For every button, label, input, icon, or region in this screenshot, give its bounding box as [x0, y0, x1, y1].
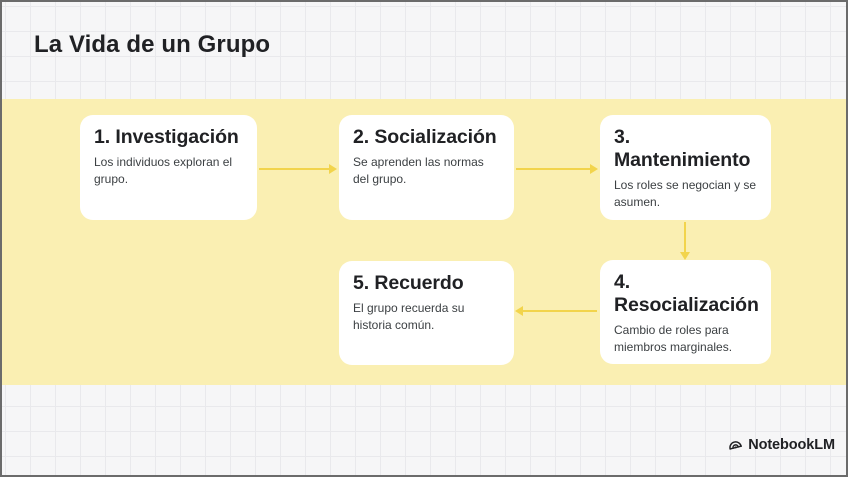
arrowhead-left-icon	[515, 306, 523, 316]
stage-title: 4. Resocialización	[614, 271, 759, 316]
flow-arrow-3-4	[680, 222, 690, 260]
stage-card-recuerdo: 5. Recuerdo El grupo recuerda su histori…	[339, 261, 514, 365]
stage-description: Cambio de roles para miembros marginales…	[614, 323, 733, 354]
stage-card-socializacion: 2. Socialización Se aprenden las normas …	[339, 115, 514, 220]
stage-description: Los roles se negocian y se asumen.	[614, 178, 757, 209]
stage-card-resocializacion: 4. Resocialización Cambio de roles para …	[600, 260, 771, 364]
arrowhead-down-icon	[680, 252, 690, 260]
page-title: La Vida de un Grupo	[34, 31, 271, 58]
notebooklm-logo-icon	[727, 437, 743, 453]
stage-card-mantenimiento: 3. Mantenimiento Los roles se negocian y…	[600, 115, 771, 220]
flow-arrow-2-3	[516, 164, 598, 174]
stage-title: 5. Recuerdo	[353, 272, 464, 294]
notebooklm-brand-text: NotebookLM	[748, 437, 835, 453]
stage-title: 3. Mantenimiento	[614, 126, 751, 171]
arrowhead-right-icon	[590, 164, 598, 174]
stage-card-investigacion: 1. Investigación Los individuos exploran…	[80, 115, 257, 220]
stage-description: Los individuos exploran el grupo.	[94, 155, 233, 186]
flow-arrow-4-5	[515, 306, 597, 316]
stage-title: 1. Investigación	[94, 126, 239, 148]
stage-description: El grupo recuerda su historia común.	[353, 301, 465, 332]
notebooklm-watermark: NotebookLM	[727, 437, 835, 453]
stage-description: Se aprenden las normas del grupo.	[353, 155, 484, 186]
flow-arrow-1-2	[259, 164, 337, 174]
stage-title: 2. Socialización	[353, 126, 497, 148]
arrowhead-right-icon	[329, 164, 337, 174]
